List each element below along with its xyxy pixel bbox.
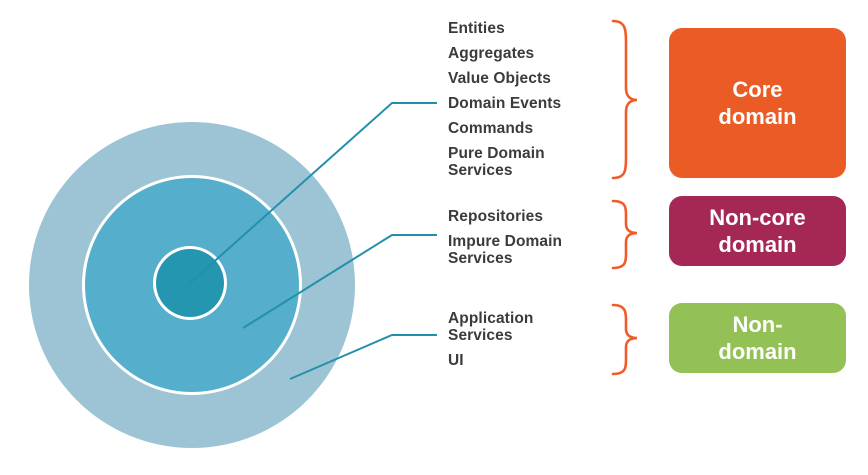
box-label-line-1: Non-core	[709, 205, 806, 230]
list-item: Pure Domain Services	[448, 145, 561, 179]
list-item: Aggregates	[448, 45, 561, 62]
label-line-1: Commands	[448, 120, 534, 137]
label-line-2: Services	[448, 250, 513, 267]
leader-line-non-core	[242, 234, 437, 329]
box-label-line-1: Core	[732, 77, 783, 102]
list-item: Impure Domain Services	[448, 233, 562, 267]
list-item: Domain Events	[448, 95, 561, 112]
label-line-1: Repositories	[448, 208, 544, 225]
label-line-1: Aggregates	[448, 45, 535, 62]
label-line-2: Services	[448, 162, 513, 179]
box-label-line-2: domain	[718, 104, 797, 129]
label-group-non-core: Repositories Impure Domain Services	[448, 208, 562, 267]
non-domain-box: Non-domain	[669, 303, 846, 373]
label-line-2: Services	[448, 327, 513, 344]
label-line-1: UI	[448, 352, 464, 369]
label-line-1: Impure Domain	[448, 233, 563, 250]
leader-line-non-domain	[289, 334, 437, 380]
brace-core	[611, 19, 638, 180]
label-line-1: Value Objects	[448, 70, 551, 87]
list-item: Application Services	[448, 310, 534, 344]
non-domain-box-label: Non-domain	[718, 311, 796, 365]
box-label-line-2: domain	[718, 339, 797, 364]
label-line-1: Application	[448, 310, 534, 327]
label-group-non-domain: Application Services UI	[448, 310, 534, 369]
label-line-1: Entities	[448, 20, 505, 37]
list-item: Value Objects	[448, 70, 561, 87]
box-label-line-1: Non-	[732, 312, 783, 337]
brace-non-domain	[611, 303, 638, 376]
brace-non-core	[611, 199, 638, 270]
list-item: Repositories	[448, 208, 562, 225]
leader-line-core	[189, 102, 437, 284]
list-item: Entities	[448, 20, 561, 37]
label-group-core: Entities Aggregates Value Objects Domain…	[448, 20, 561, 179]
list-item: Commands	[448, 120, 561, 137]
box-label-line-2: domain	[718, 232, 797, 257]
list-item: UI	[448, 352, 534, 369]
label-line-1: Pure Domain	[448, 145, 545, 162]
label-line-1: Domain Events	[448, 95, 562, 112]
